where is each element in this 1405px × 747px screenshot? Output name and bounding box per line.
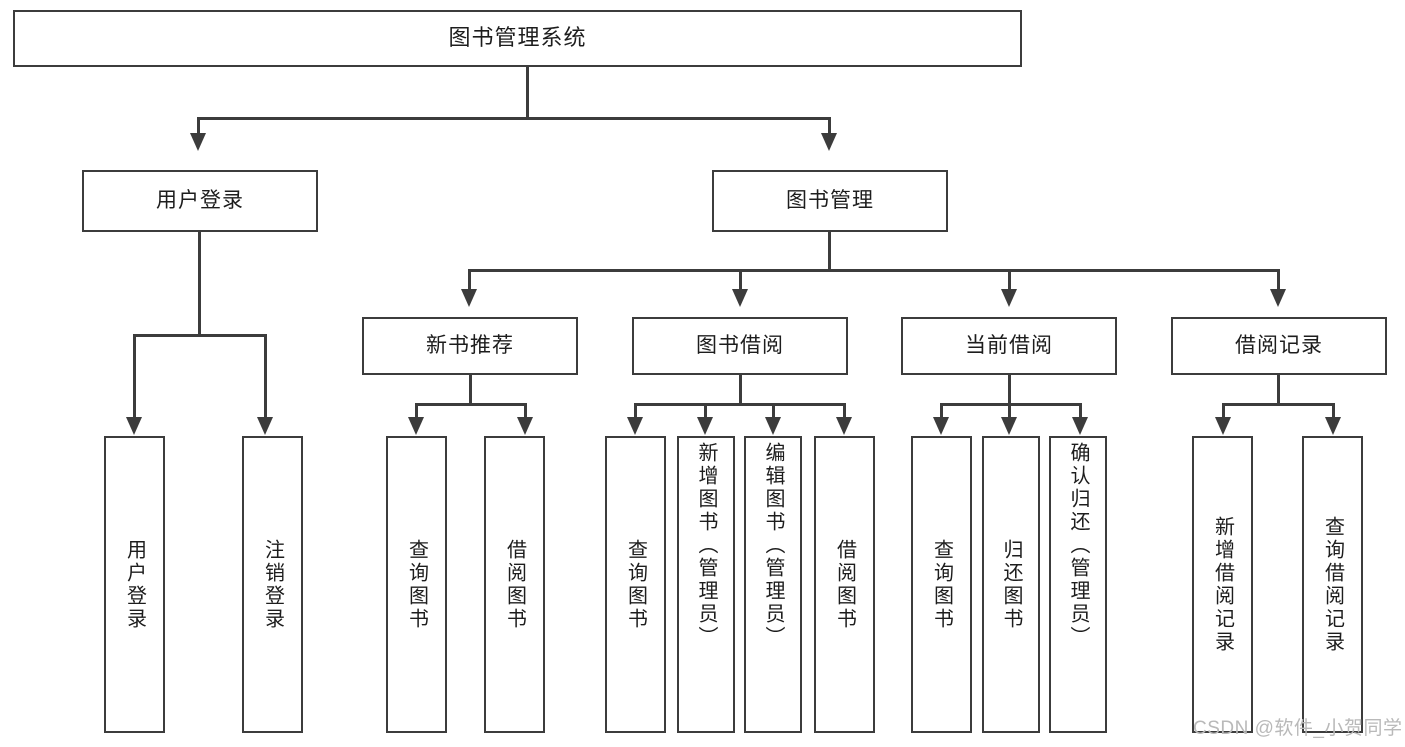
arrowhead-bookmgmt-borrow [732,289,748,307]
node-borrow-records[interactable]: 借阅记录 [1171,317,1387,375]
node-label: 新书推荐 [426,334,514,358]
arrowhead-current-leaf3 [1072,417,1088,435]
arrowhead-borrow-leaf4 [836,417,852,435]
leaf-borrow-add-book-admin[interactable]: 新增图书（管理员） [677,436,735,733]
connector-records-stem [1277,375,1280,405]
node-book-management[interactable]: 图书管理 [712,170,948,232]
node-label: 归还图书 [1000,538,1022,631]
connector-borrow-to-leaf4 [843,403,846,419]
arrowhead-login-leaf1 [126,417,142,435]
connector-current-bus [940,403,1082,406]
node-label: 新增借阅记录 [1211,515,1234,654]
leaf-newbook-query-book[interactable]: 查询图书 [386,436,447,733]
leaf-records-add-record[interactable]: 新增借阅记录 [1192,436,1253,733]
connector-newbook-to-leaf1 [415,403,418,419]
arrowhead-records-leaf1 [1215,417,1231,435]
connector-bookmgmt-to-current [1008,269,1011,291]
connector-login-to-leaf1 [133,334,136,419]
connector-records-to-leaf1 [1222,403,1225,419]
arrowhead-borrow-leaf1 [627,417,643,435]
connector-bookmgmt-to-new [468,269,471,291]
leaf-current-query-book[interactable]: 查询图书 [911,436,972,733]
leaf-current-confirm-return-admin[interactable]: 确认归还（管理员） [1049,436,1107,733]
node-label: 图书管理 [786,189,874,213]
leaf-borrow-query-book[interactable]: 查询图书 [605,436,666,733]
connector-borrow-to-leaf2 [704,403,707,419]
connector-records-to-leaf2 [1332,403,1335,419]
connector-newbook-to-leaf2 [524,403,527,419]
connector-login-stem [198,232,201,336]
arrowhead-root-to-bookmgmt [821,133,837,151]
arrowhead-borrow-leaf3 [765,417,781,435]
connector-newbook-bus [415,403,527,406]
leaf-logout-login[interactable]: 注销登录 [242,436,303,733]
connector-bookmgmt-stem [828,232,831,272]
node-label: 用户登录 [123,538,146,631]
connector-bookmgmt-to-borrow [739,269,742,291]
node-book-borrow[interactable]: 图书借阅 [632,317,848,375]
connector-current-to-leaf3 [1079,403,1082,419]
arrowhead-login-leaf2 [257,417,273,435]
arrowhead-records-leaf2 [1325,417,1341,435]
leaf-user-login[interactable]: 用户登录 [104,436,165,733]
node-label: 查询借阅记录 [1321,515,1344,654]
node-root-system[interactable]: 图书管理系统 [13,10,1022,67]
connector-root-bus [197,117,831,120]
leaf-borrow-borrow-book[interactable]: 借阅图书 [814,436,875,733]
connector-borrow-to-leaf3 [772,403,775,419]
arrowhead-current-leaf1 [933,417,949,435]
connector-borrow-bus [634,403,846,406]
node-label: 查询图书 [624,538,647,631]
connector-bookmgmt-to-records [1277,269,1280,291]
node-label: 当前借阅 [965,334,1053,358]
node-label: 借阅图书 [833,538,856,631]
leaf-borrow-edit-book-admin[interactable]: 编辑图书（管理员） [744,436,802,733]
node-label: 查询图书 [930,538,953,631]
connector-current-stem [1008,375,1011,405]
connector-current-to-leaf2 [1008,403,1011,419]
node-label: 注销登录 [261,538,284,631]
arrowhead-newbook-leaf2 [517,417,533,435]
arrowhead-current-leaf2 [1001,417,1017,435]
node-label: 图书借阅 [696,334,784,358]
leaf-records-query-record[interactable]: 查询借阅记录 [1302,436,1363,733]
node-new-book-recommend[interactable]: 新书推荐 [362,317,578,375]
node-label: 用户登录 [156,189,244,213]
connector-login-bus [133,334,267,337]
arrowhead-bookmgmt-records [1270,289,1286,307]
leaf-current-return-book[interactable]: 归还图书 [982,436,1040,733]
connector-borrow-to-leaf1 [634,403,637,419]
connector-records-bus [1222,403,1335,406]
node-user-login[interactable]: 用户登录 [82,170,318,232]
arrowhead-bookmgmt-new [461,289,477,307]
node-label: 借阅图书 [503,538,526,631]
node-label: 借阅记录 [1235,334,1323,358]
node-label: 图书管理系统 [448,25,587,51]
connector-newbook-stem [469,375,472,405]
connector-root-stem [526,67,529,119]
csdn-watermark: CSDN @软件_小贺同学 [1193,718,1403,739]
node-label: 查询图书 [405,538,428,631]
connector-root-to-login [197,117,200,137]
node-label: 确认归还（管理员） [1067,442,1089,649]
connector-borrow-stem [739,375,742,405]
leaf-newbook-borrow-book[interactable]: 借阅图书 [484,436,545,733]
connector-root-to-bookmgmt [828,117,831,137]
node-current-borrow[interactable]: 当前借阅 [901,317,1117,375]
arrowhead-borrow-leaf2 [697,417,713,435]
arrowhead-bookmgmt-current [1001,289,1017,307]
node-label: 新增图书（管理员） [695,442,717,649]
connector-current-to-leaf1 [940,403,943,419]
connector-bookmgmt-bus [468,269,1280,272]
arrowhead-root-to-login [190,133,206,151]
arrowhead-newbook-leaf1 [408,417,424,435]
connector-login-to-leaf2 [264,334,267,419]
node-label: 编辑图书（管理员） [762,442,784,649]
